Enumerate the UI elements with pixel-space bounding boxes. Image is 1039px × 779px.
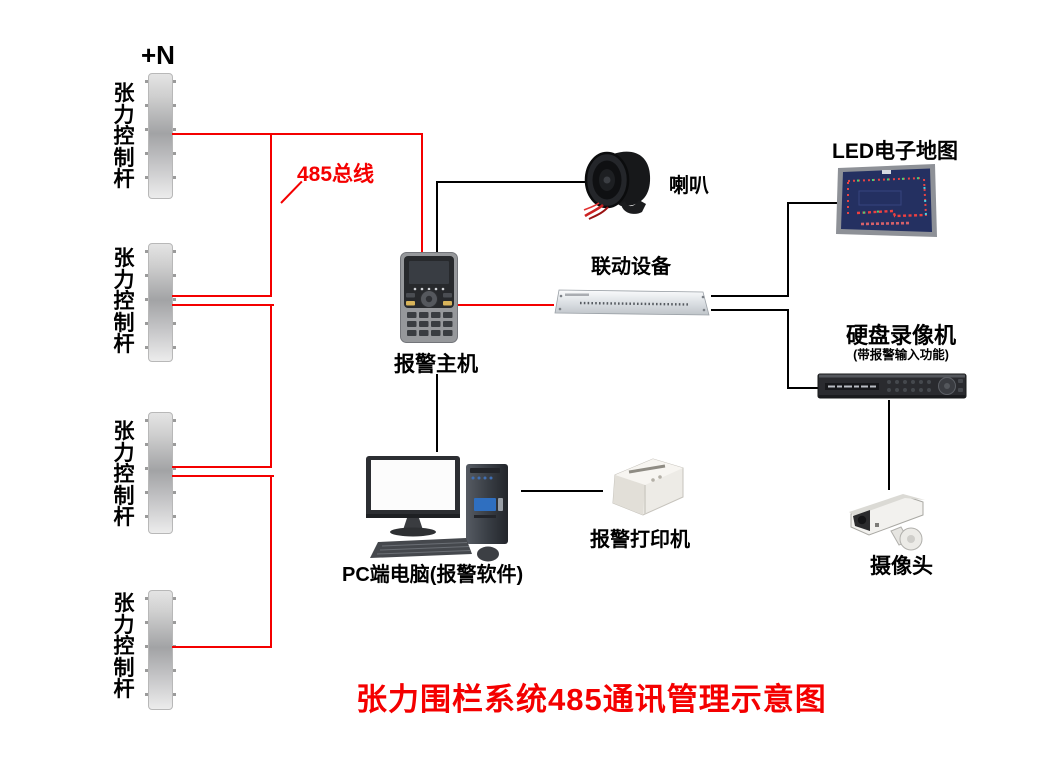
horn-speaker-illustration [583, 151, 651, 220]
tension-pole-3-label: 张力控制杆 [113, 420, 135, 529]
speaker-device [583, 146, 655, 227]
host-to-speaker-horizontal [436, 181, 586, 183]
polarity-label: +N [141, 40, 175, 70]
speaker-label: 喇叭 [669, 175, 709, 197]
led-map-illustration [836, 164, 937, 237]
bus-line-to-host-vertical [421, 133, 423, 253]
alarm-host-label: 报警主机 [394, 353, 478, 376]
bus-line-pole2-in [172, 295, 272, 297]
riser-to-led-map [787, 202, 789, 297]
dvr-sublabel: (带报警输入功能) [853, 348, 949, 362]
bus-trunk-segment-c [270, 475, 272, 648]
tension-pole-2-label: 张力控制杆 [113, 247, 135, 356]
dvr-label-block: 硬盘录像机 (带报警输入功能) [836, 323, 966, 363]
dvr-illustration [817, 373, 967, 399]
dvr-device [817, 371, 967, 407]
tension-pole-1 [145, 73, 176, 199]
printer-label: 报警打印机 [590, 529, 690, 551]
host-screen [409, 261, 449, 284]
printer-device [601, 453, 693, 526]
bus-line-pole2-out [172, 304, 274, 306]
pc-mouse [477, 546, 499, 562]
bus-line-pole4 [172, 646, 272, 648]
tension-pole-3 [145, 412, 176, 534]
pc-label: PC端电脑(报警软件) [342, 564, 524, 586]
tension-pole-4-label: 张力控制杆 [113, 592, 135, 701]
camera-illustration [849, 494, 925, 551]
tension-pole-2 [145, 243, 176, 362]
dvr-label: 硬盘录像机 [845, 323, 956, 348]
camera-device [845, 489, 939, 558]
pc-illustration [366, 456, 508, 562]
led-map-in-line [787, 202, 837, 204]
linkage-device [552, 287, 712, 324]
bus-trunk-segment-a [270, 133, 272, 297]
tension-pole-1-label: 张力控制杆 [113, 82, 135, 191]
diagram-title: 张力围栏系统485通讯管理示意图 [356, 682, 827, 717]
bus-line-pole1-horizontal [172, 133, 422, 135]
alarm-host-device [400, 252, 458, 348]
printer-illustration [612, 458, 684, 516]
speaker-bracket [621, 200, 646, 214]
camera-label: 摄像头 [870, 555, 933, 578]
rs485-bus-leader-line [280, 180, 303, 204]
linkage-out-bottom-line [711, 309, 789, 311]
linkage-device-label: 联动设备 [591, 256, 671, 278]
dvr-to-camera-line [888, 400, 890, 490]
led-map-device [835, 163, 939, 246]
tension-pole-4 [145, 590, 176, 710]
drop-to-dvr [787, 309, 789, 389]
pc-device [364, 450, 524, 573]
pc-to-printer-line [521, 490, 603, 492]
host-to-pc-line [436, 374, 438, 452]
dvr-in-line [787, 387, 819, 389]
alarm-host-illustration [400, 252, 458, 343]
linkage-out-top-line [711, 295, 789, 297]
led-map-label: LED电子地图 [832, 140, 958, 163]
linkage-device-illustration [554, 289, 710, 316]
bus-trunk-segment-b [270, 304, 272, 468]
bus-line-pole3-out [172, 475, 274, 477]
host-to-speaker-vertical [436, 181, 438, 252]
host-to-linkage-line [458, 304, 554, 306]
rs485-bus-label: 485总线 [297, 163, 375, 186]
bus-line-pole3-in [172, 466, 272, 468]
